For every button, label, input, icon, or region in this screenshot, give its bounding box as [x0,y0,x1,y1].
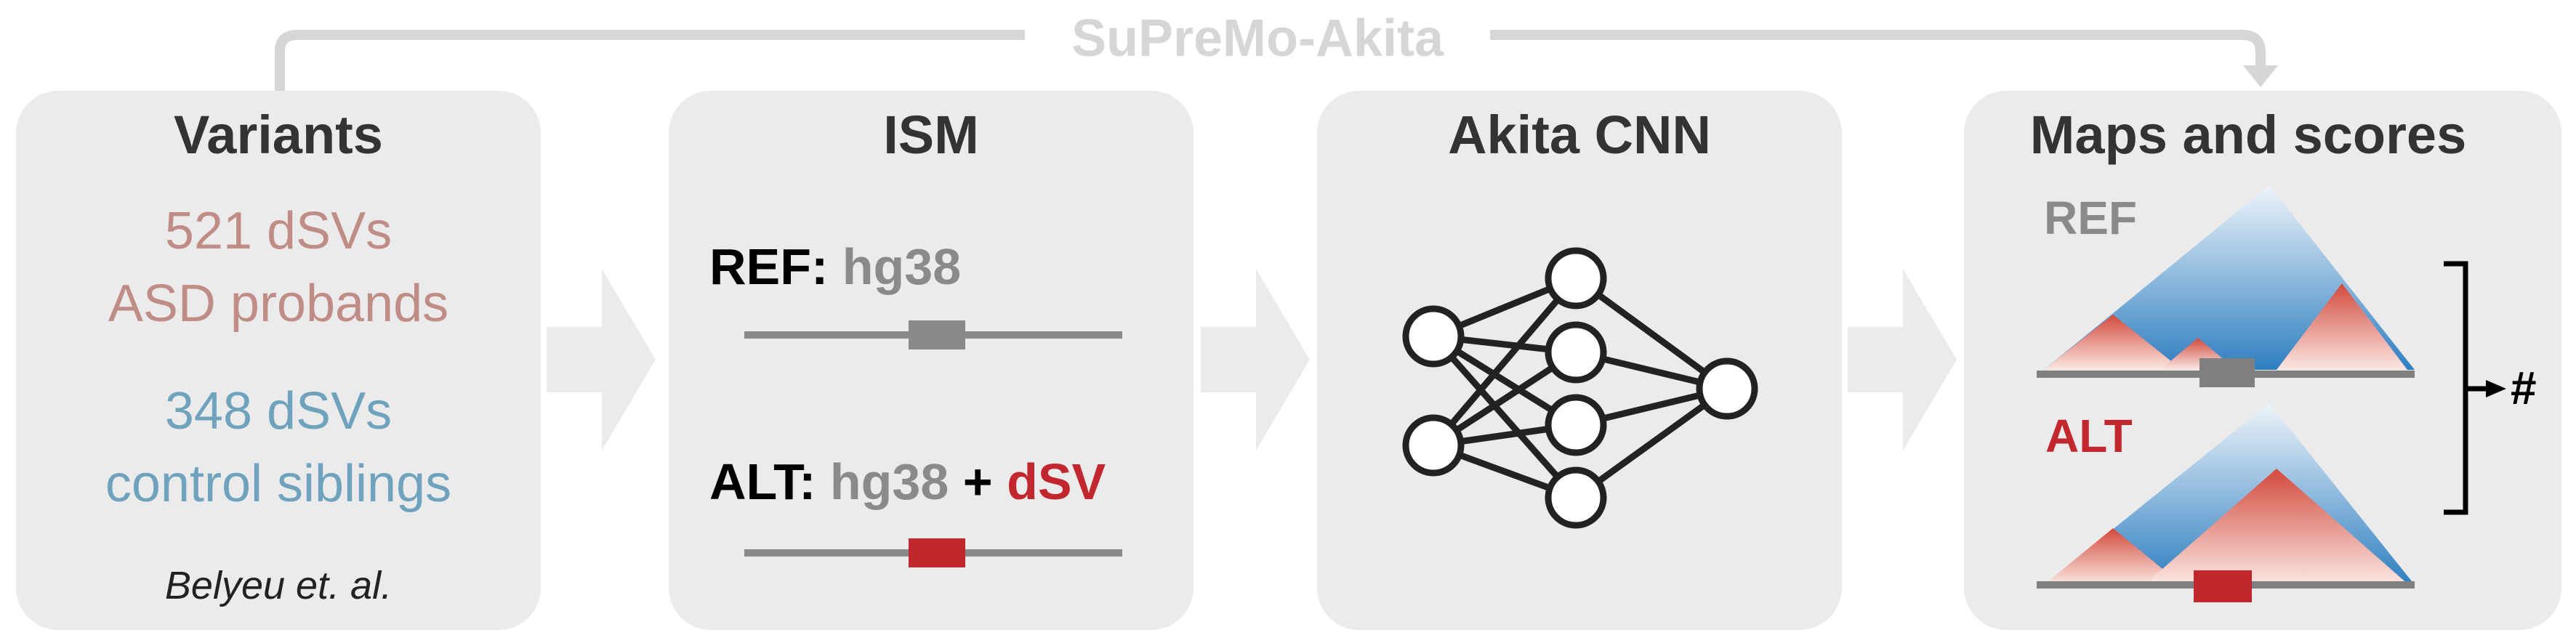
input-node [1402,414,1465,477]
alt-genome: hg38 [829,453,949,510]
variants-title: Variants [174,105,383,165]
ref-map-segment [2199,358,2255,387]
map-alt-label: ALT [2045,410,2133,462]
dsv-segment [909,538,965,567]
asd-group: ASD probands [108,275,449,333]
output-node [1696,357,1758,420]
pipeline-label: SuPreMo-Akita [1071,9,1444,68]
input-node [1402,305,1465,368]
citation: Belyeu et. al. [164,564,393,607]
alt-sequence [744,538,1122,567]
ism-title: ISM [883,105,979,165]
ref-sequence [744,320,1122,349]
score-bracket [2444,261,2489,515]
alt-map-segment [2194,570,2252,602]
asd-count: 521 dSVs [164,202,393,260]
score-arrowhead [2486,380,2506,397]
ref-segment [909,320,965,349]
contact-maps [2037,185,2506,602]
score-symbol: # [2511,362,2537,414]
alt-contact-map [2037,403,2415,602]
control-group: control siblings [105,455,452,513]
pipeline-connector [275,30,2278,91]
alt-line: ALT: hg38 + dSV [709,453,1106,511]
neural-network-icon [1402,247,1758,529]
pipeline-arrowhead [2243,65,2278,87]
variants-panel: Variants 521 dSVs ASD probands 348 dSVs … [16,91,541,630]
control-count: 348 dSVs [164,382,393,440]
ref-line: REF: hg38 [709,238,961,296]
akita-panel: Akita CNN [1317,91,1842,630]
maps-panel: Maps and scores [1964,91,2561,630]
akita-title: Akita CNN [1448,105,1711,165]
hidden-node [1545,247,1607,310]
maps-title: Maps and scores [2029,105,2467,165]
hidden-node [1545,394,1607,456]
alt-plus: + [962,453,993,510]
ref-contact-map [2037,185,2415,387]
alt-variant: dSV [1007,453,1106,510]
alt-label: ALT: [709,453,816,510]
ref-genome: hg38 [842,238,962,295]
hidden-node [1545,321,1607,384]
map-ref-label: REF [2044,192,2137,244]
ism-panel: ISM REF: hg38 ALT: hg38 + dSV [669,91,1194,630]
hidden-node [1545,466,1607,529]
ref-label: REF: [709,238,829,295]
